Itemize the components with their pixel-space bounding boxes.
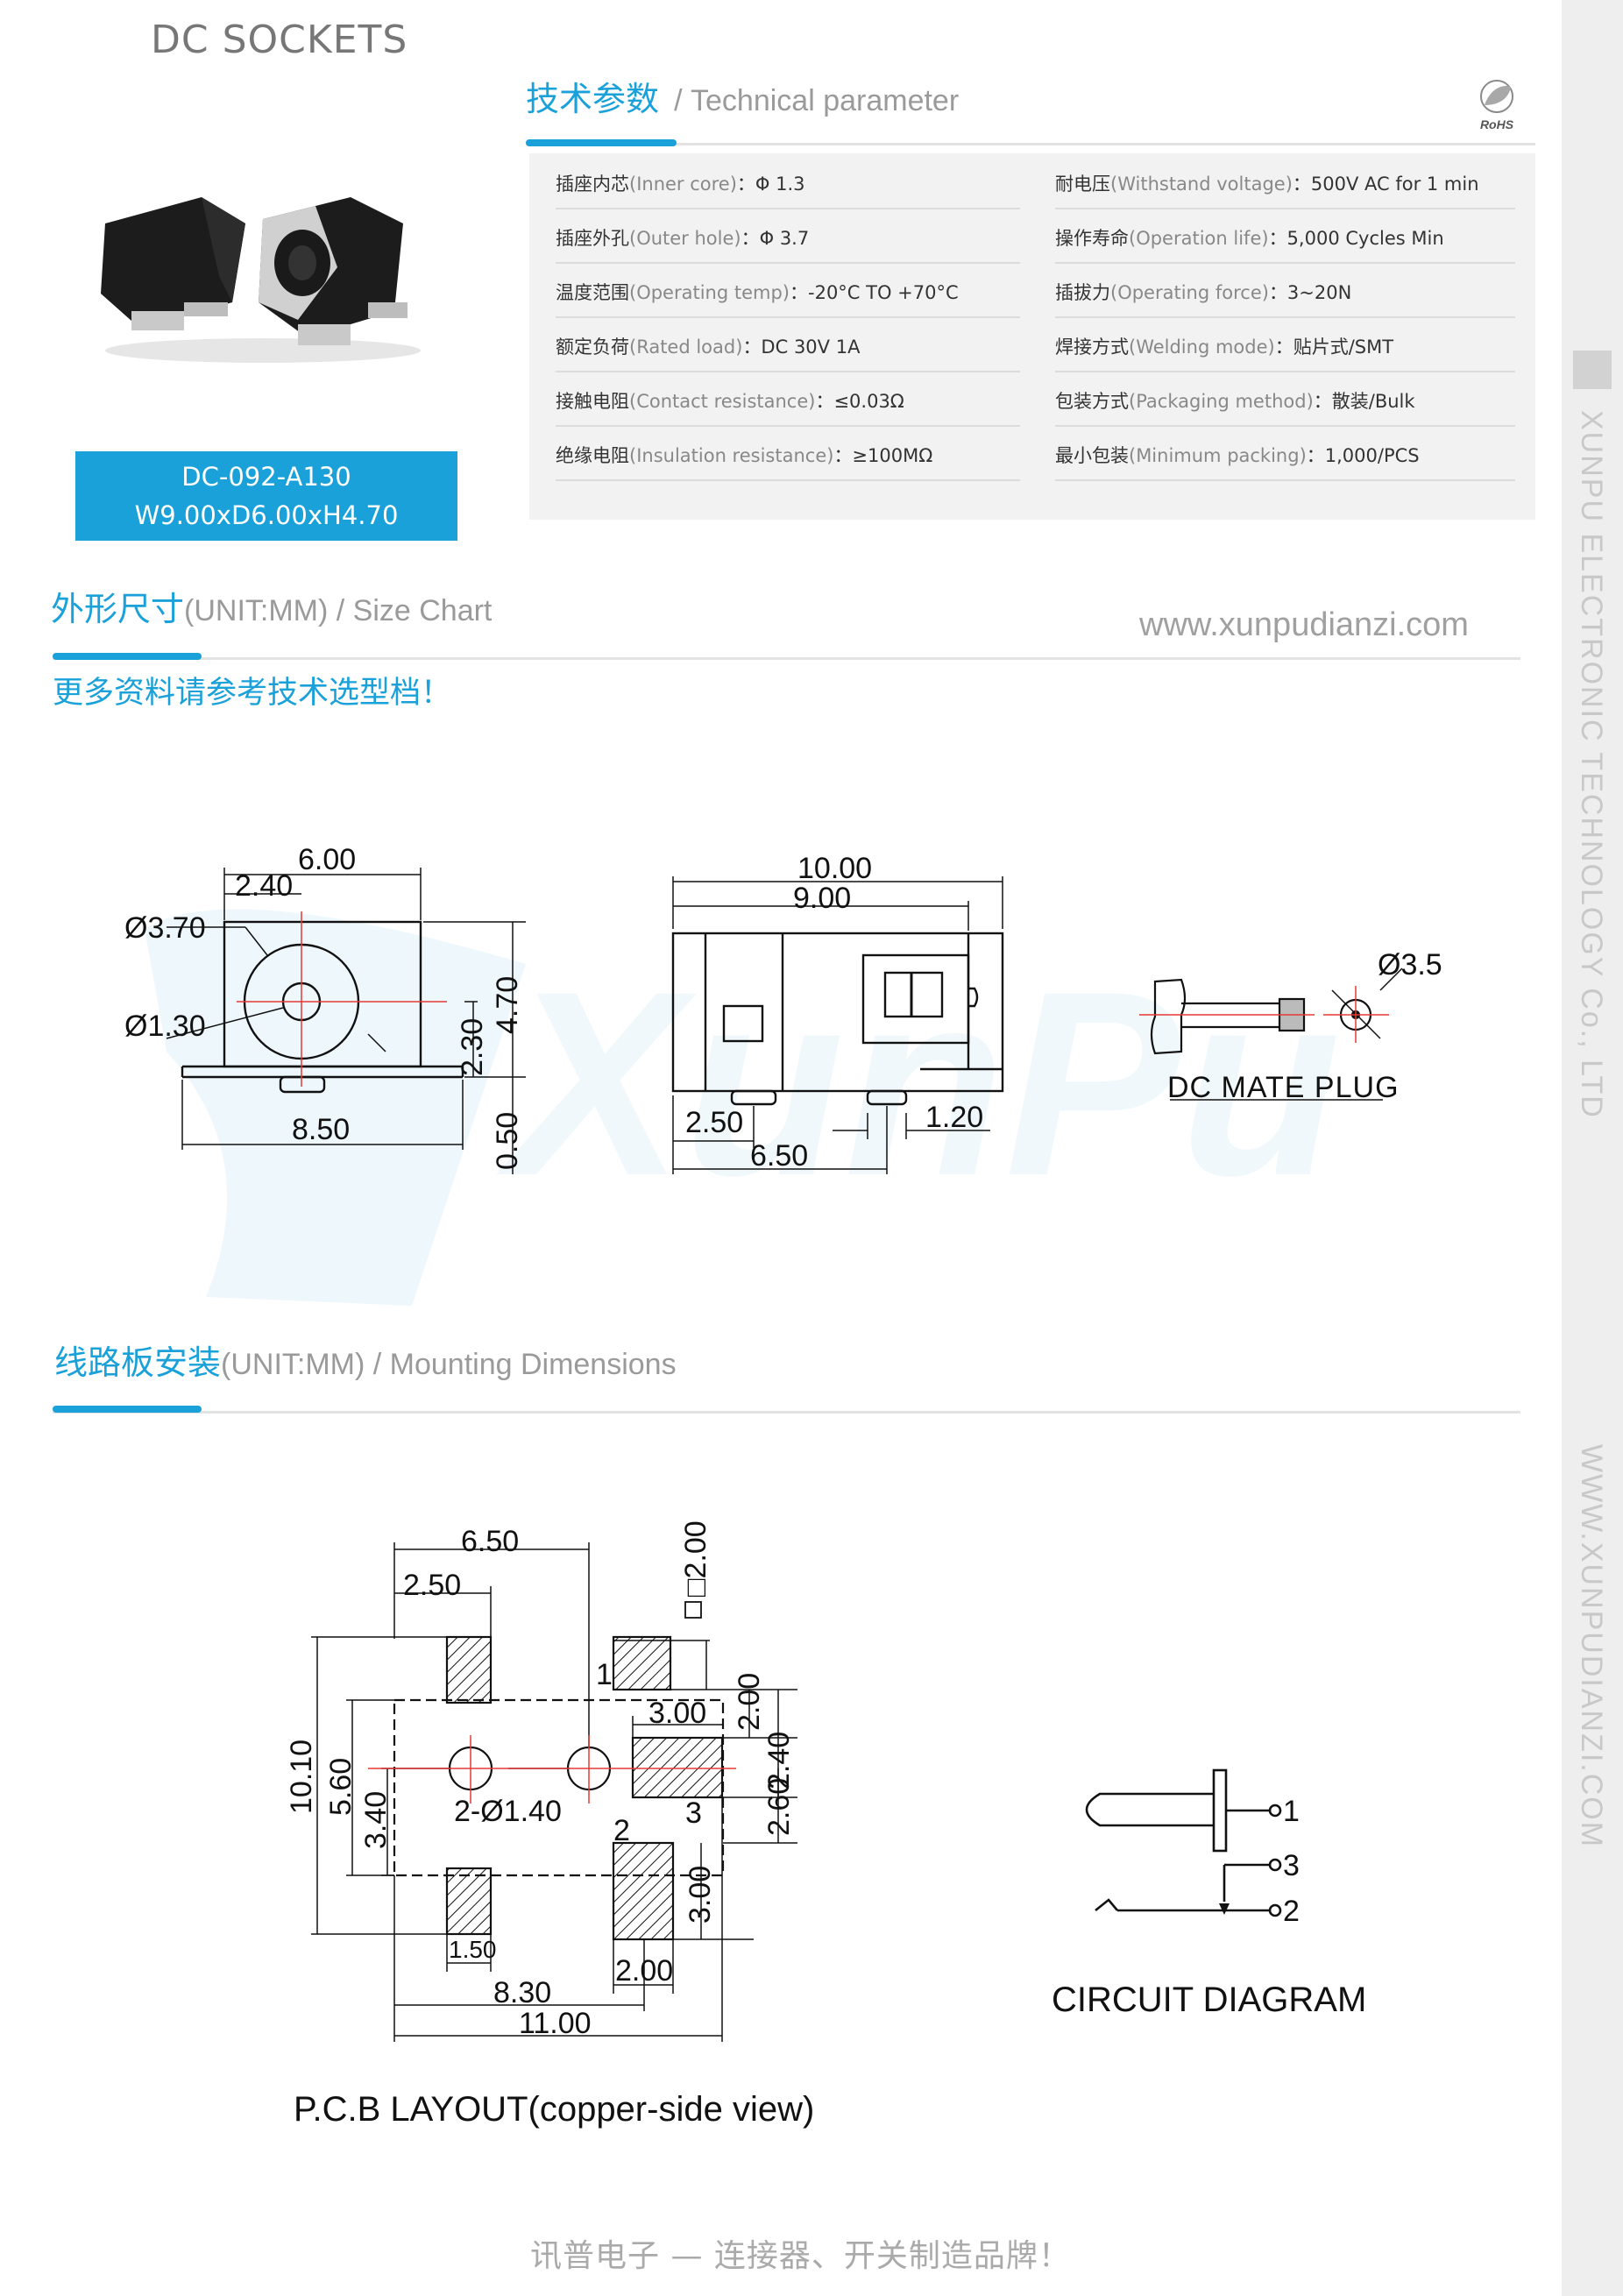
circuit-diagram [1085, 1768, 1282, 1917]
mount-accent-bar [53, 1406, 202, 1413]
side-view [671, 876, 1004, 1174]
brand-watermark: XunPu [145, 909, 1341, 1306]
dim-2.50: 2.50 [685, 1106, 743, 1139]
pin-label-3: 3 [685, 1796, 702, 1830]
dim-5.60: 5.60 [324, 1758, 358, 1816]
dim-dia-1.30: Ø1.30 [124, 1010, 206, 1043]
mount-divider [53, 1411, 1520, 1414]
param-welding-mode: 焊接方式(Welding mode)：贴片式/SMT [1055, 318, 1515, 372]
dim-2.60: 2.60 [762, 1778, 796, 1836]
tech-title-cn: 技术参数 [526, 80, 660, 118]
param-rated-load: 额定负荷(Rated load)：DC 30V 1A [556, 318, 1020, 372]
dim-6.50: 6.50 [461, 1525, 519, 1558]
model-box: DC-092-A130 W9.00xD6.00xH4.70 [75, 451, 457, 541]
circuit-pin-1: 1 [1283, 1795, 1300, 1828]
dim-2.50-pcb: 2.50 [403, 1569, 461, 1602]
dim-dia-3.5: Ø3.5 [1378, 948, 1442, 981]
product-photo [101, 197, 421, 363]
tech-accent-bar [526, 139, 677, 146]
dim-3.00-pad: 3.00 [648, 1697, 706, 1730]
size-chart-drawing: XunPu 6.00 2.40 Ø3.70 Ø1.30 8.50 2.30 4. [124, 843, 1442, 1306]
reference-note: 更多资料请参考技术选型档！ [53, 676, 452, 711]
dim-sq-2.00: □2.00 [679, 1520, 712, 1597]
dim-11.00: 11.00 [519, 2007, 592, 2040]
mount-title-en: (UNIT:MM) / Mounting Dimensions [221, 1348, 677, 1381]
dim-6.00: 6.00 [298, 843, 356, 876]
model-number: DC-092-A130 [181, 462, 351, 492]
pcb-centerlines [368, 1735, 736, 1803]
dim-2.40: 2.40 [235, 869, 293, 903]
dim-2.00-vertical: 2.00 [733, 1673, 766, 1731]
dim-8.30: 8.30 [493, 1976, 551, 2009]
param-withstand-voltage: 耐电压(Withstand voltage)：500V AC for 1 min [1055, 155, 1515, 209]
param-operating-temp: 温度范围(Operating temp)：-20°C TO +70°C [556, 264, 1020, 318]
dim-3.40: 3.40 [359, 1791, 393, 1849]
param-packaging-method: 包装方式(Packaging method)：散装/Bulk [1055, 372, 1515, 427]
circuit-switch-arrow [1219, 1903, 1230, 1915]
dim-0.50: 0.50 [491, 1112, 524, 1170]
size-divider [53, 657, 1520, 660]
dim-3.00-lower: 3.00 [684, 1866, 717, 1924]
circuit-pin-2: 2 [1283, 1895, 1300, 1928]
dim-2.00-horizontal: 2.00 [615, 1954, 673, 1988]
tech-param-panel: 插座内芯(Inner core)：Φ 1.3 插座外孔(Outer hole)：… [529, 153, 1535, 520]
tech-divider [526, 143, 1535, 145]
tech-section-heading: 技术参数 / Technical parameter [526, 72, 959, 120]
param-operation-life: 操作寿命(Operation life)：5,000 Cycles Min [1055, 209, 1515, 264]
size-title-en: (UNIT:MM) / Size Chart [184, 594, 493, 627]
param-operating-force: 插拔力(Operating force)：3~20N [1055, 264, 1515, 318]
circuit-caption: CIRCUIT DIAGRAM [1052, 1981, 1366, 2019]
dim-dia-3.70: Ø3.70 [124, 911, 206, 945]
param-inner-core: 插座内芯(Inner core)：Φ 1.3 [556, 155, 1020, 209]
mount-section-heading: 线路板安装(UNIT:MM) / Mounting Dimensions [54, 1336, 677, 1384]
pcb-caption: P.C.B LAYOUT(copper-side view) [294, 2090, 814, 2129]
plug-label: DC MATE PLUG [1167, 1071, 1400, 1104]
pin-label-1: 1 [596, 1658, 613, 1691]
size-section-heading: 外形尺寸(UNIT:MM) / Size Chart [51, 582, 492, 630]
model-size: W9.00xD6.00xH4.70 [134, 500, 399, 530]
rohs-leaf-icon [1480, 80, 1513, 113]
circuit-pin-3: 3 [1283, 1849, 1300, 1882]
footer-slogan: 讯普电子 — 连接器、开关制造品牌！ [530, 2238, 1071, 2274]
pin-label-2: 2 [613, 1814, 630, 1847]
page-title: DC SOCKETS [151, 18, 408, 62]
dim-10.10: 10.10 [285, 1740, 318, 1814]
website-vertical-text: WWW.XUNPUDIANZI.COM [1575, 1444, 1608, 1849]
pcb-circuit-drawing: 6.50 2.50 □2.00 10.10 5.60 3.40 3.00 2.0… [285, 1520, 1366, 2129]
dim-2.40: 2.40 [762, 1732, 796, 1789]
dim-4.70: 4.70 [491, 976, 524, 1034]
dim-9.00: 9.00 [793, 882, 851, 915]
tech-title-en: / Technical parameter [674, 84, 960, 117]
rohs-badge: RoHS [1472, 79, 1521, 131]
dim-8.50: 8.50 [292, 1113, 350, 1146]
dim-10.00: 10.00 [797, 852, 872, 885]
website-url: www.xunpudianzi.com [1139, 606, 1469, 643]
param-outer-hole: 插座外孔(Outer hole)：Φ 3.7 [556, 209, 1020, 264]
dim-1.50: 1.50 [449, 1936, 497, 1963]
brand-logo-mark [1573, 351, 1612, 389]
param-insulation-resistance: 绝缘电阻(Insulation resistance)：≥100MΩ [556, 427, 1020, 481]
hole-spec: 2-Ø1.40 [454, 1795, 562, 1828]
param-contact-resistance: 接触电阻(Contact resistance)：≤0.03Ω [556, 372, 1020, 427]
company-vertical-text: XUNPU ELECTRONIC TECHNOLOGY Co., LTD [1575, 410, 1608, 1119]
dim-1.20: 1.20 [925, 1101, 983, 1134]
pcb-layout [311, 1542, 797, 2042]
dim-6.50-side: 6.50 [750, 1139, 808, 1173]
size-accent-bar [53, 653, 202, 660]
side-strip [1562, 0, 1623, 2296]
dim-2.30: 2.30 [456, 1018, 489, 1076]
size-title-cn: 外形尺寸 [51, 590, 185, 628]
mount-title-cn: 线路板安装 [54, 1343, 222, 1382]
param-minimum-packing: 最小包装(Minimum packing)：1,000/PCS [1055, 427, 1515, 481]
front-view-centerlines [237, 911, 447, 1087]
rohs-label: RoHS [1479, 117, 1514, 131]
svg-text:XunPu: XunPu [496, 936, 1341, 1230]
